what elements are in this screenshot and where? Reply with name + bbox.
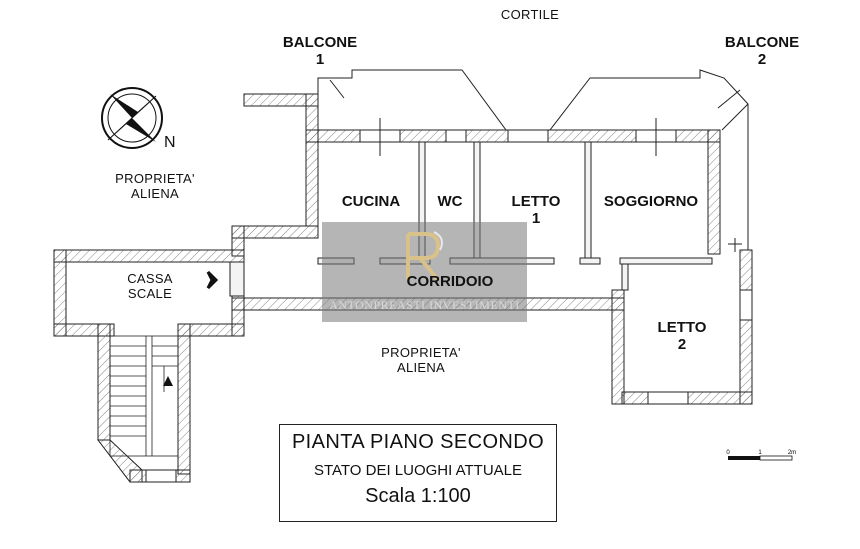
balconies	[317, 69, 749, 250]
stair-up-arrow-icon	[163, 376, 173, 386]
scale-tick-0: 0	[726, 450, 730, 456]
room-corridoio: CORRIDOIO	[406, 273, 494, 290]
scale-tick-1: 1	[758, 450, 762, 456]
balcone-1-label: BALCONE 1	[282, 34, 358, 68]
windows	[145, 118, 753, 483]
scale-tick-2: 2m	[788, 450, 796, 456]
north-label: N	[164, 134, 176, 151]
room-wc: WC	[437, 193, 463, 210]
cassa-scale-label: CASSA SCALE	[127, 271, 173, 301]
balcone-2-label: BALCONE 2	[724, 34, 800, 68]
title-line-2: STATO DEI LUOGHI ATTUALE	[313, 462, 523, 479]
room-cucina: CUCINA	[341, 193, 401, 210]
staircase	[109, 335, 179, 457]
watermark-overlay: ANTONPREASTI INVESTIMENTI	[322, 222, 527, 322]
room-letto-1: LETTO 1	[511, 193, 561, 227]
compass-rose-icon	[101, 87, 163, 149]
title-line-1: PIANTA PIANO SECONDO	[291, 431, 545, 453]
cortile-label: CORTILE	[500, 7, 560, 22]
title-line-3: Scala 1:100	[365, 485, 471, 507]
watermark-text: ANTONPREASTI INVESTIMENTI	[329, 298, 520, 312]
entrance-arrow-icon	[206, 270, 219, 290]
room-letto-2: LETTO 2	[657, 319, 707, 353]
title-block: PIANTA PIANO SECONDO STATO DEI LUOGHI AT…	[279, 424, 557, 522]
proprieta-aliena-top-label: PROPRIETA' ALIENA	[115, 171, 195, 201]
scale-bar: 0 1 2m	[726, 450, 796, 461]
proprieta-aliena-bottom-label: PROPRIETA' ALIENA	[381, 345, 461, 375]
watermark-logo-icon	[406, 231, 443, 282]
room-soggiorno: SOGGIORNO	[603, 193, 699, 210]
